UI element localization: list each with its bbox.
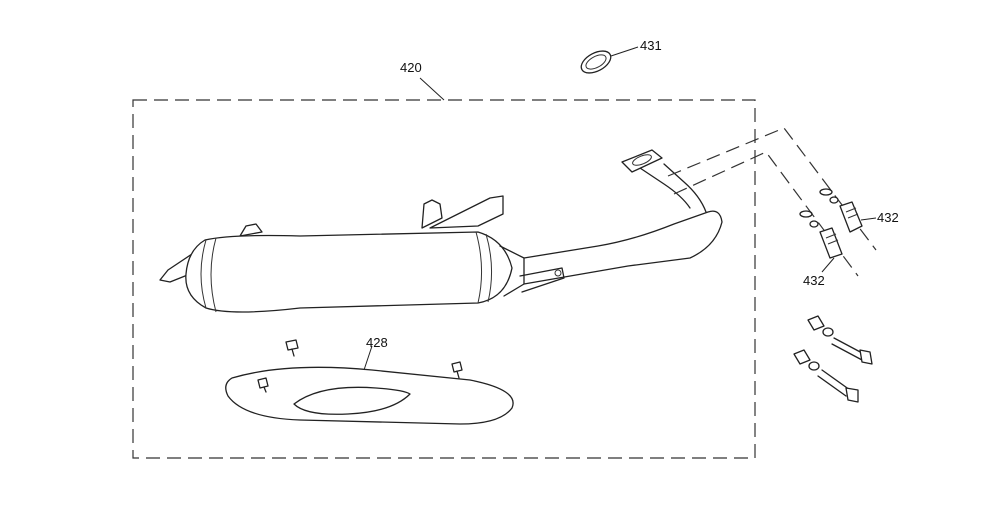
callout-431: 431 (640, 38, 662, 53)
callout-428: 428 (366, 335, 388, 350)
callout-432-lower: 432 (803, 273, 825, 288)
callout-432-upper: 432 (877, 210, 899, 225)
mounting-bolt-lower (793, 349, 859, 403)
screw-middle (257, 377, 269, 393)
muffler (159, 149, 723, 313)
screw-right (451, 361, 463, 379)
callout-420: 420 (400, 60, 422, 75)
gasket-431 (580, 46, 639, 74)
screw-left (285, 339, 299, 357)
stud-nut-432-lower (799, 210, 843, 273)
mounting-bolt-upper (807, 315, 873, 365)
assembly-boundary-420 (132, 77, 756, 459)
heat-shield-428 (225, 345, 514, 425)
stud-nut-432-upper (819, 188, 877, 233)
bolt-guide-lines (667, 127, 877, 277)
